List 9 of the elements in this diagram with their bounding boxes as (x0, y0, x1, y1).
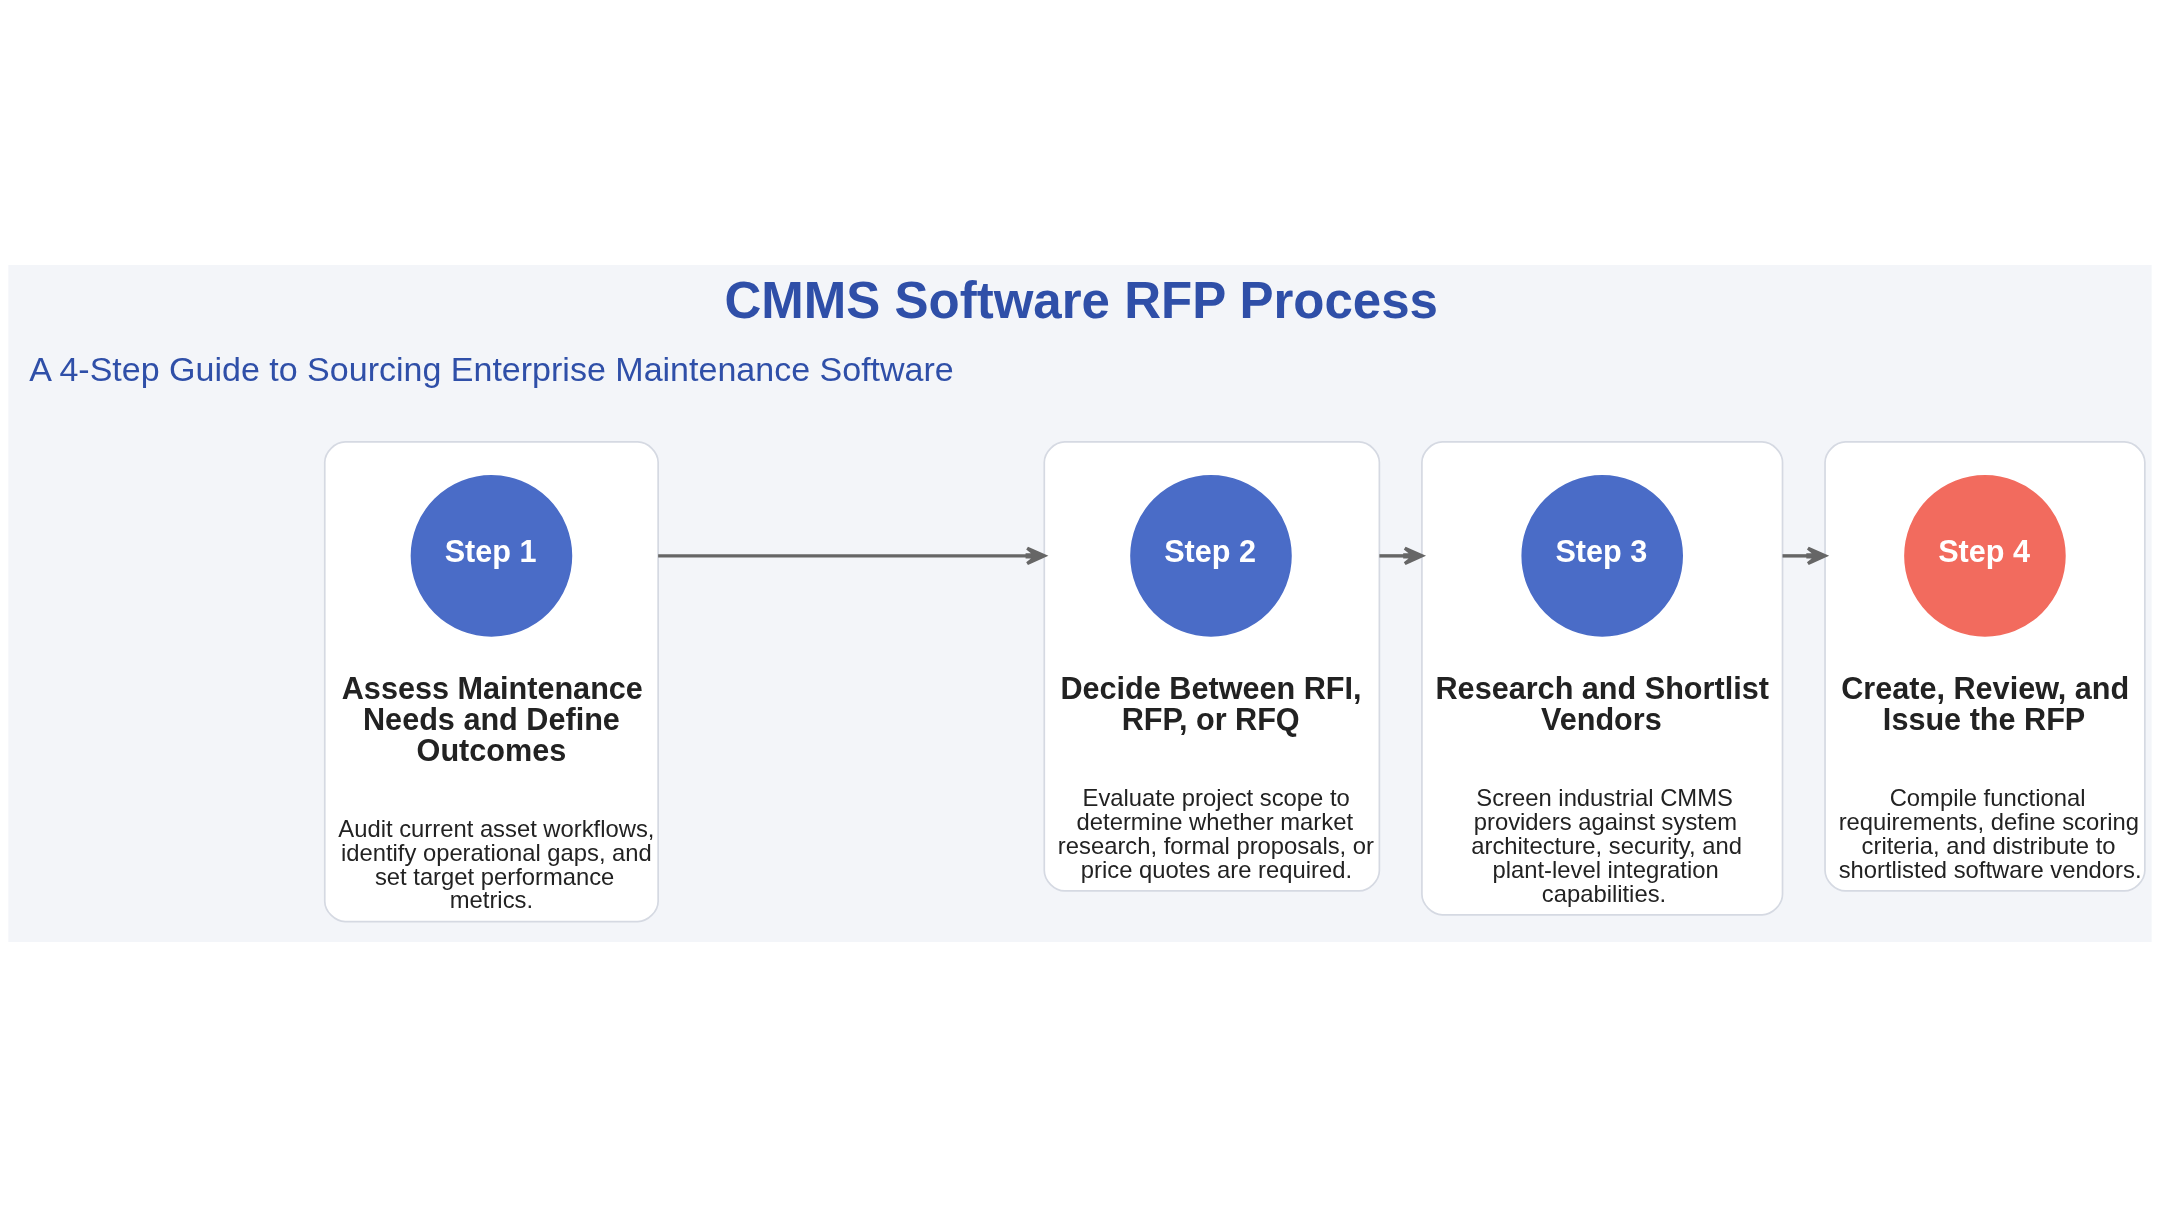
diagram-title: CMMS Software RFP Process (724, 271, 1438, 329)
arrow (658, 546, 1046, 565)
arrow (1782, 546, 1827, 565)
node-circle: Step 1 (410, 474, 573, 637)
node-circle: Step 2 (1130, 474, 1292, 637)
label: A 4-Step Guide to Sourcing Enterprise Maintenance Software (29, 349, 954, 388)
arrow (1379, 546, 1424, 565)
node-circle: Step 4 (1904, 474, 2066, 637)
node-circle: Step 3 (1521, 474, 1683, 637)
